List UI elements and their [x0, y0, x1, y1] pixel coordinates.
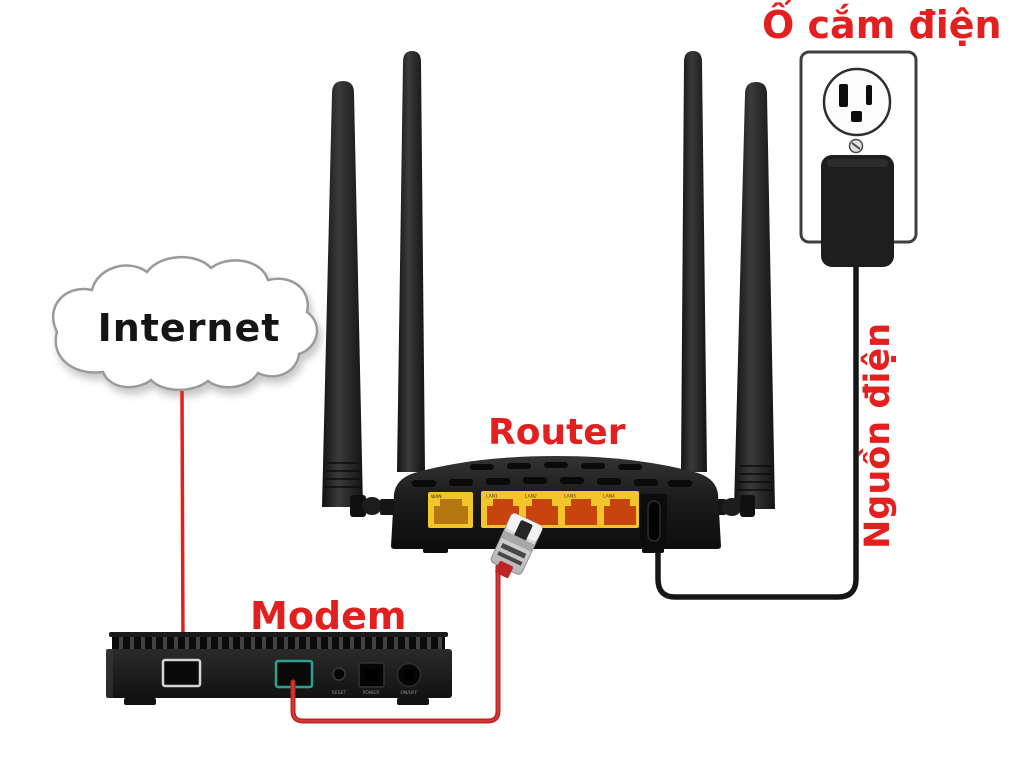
router-wan-port: WAN [428, 492, 473, 528]
router-device: WAN LAN1 LAN2 LAN3 LAN4 [391, 456, 721, 553]
outlet-ground-hole [851, 111, 862, 122]
power-cable [655, 259, 859, 600]
power-cord-label: Nguồn điện [858, 322, 898, 550]
internet-to-modem-line [174, 390, 192, 666]
modem-vent-grille [112, 636, 445, 651]
router-antenna-3 [681, 51, 707, 472]
internet-label: Internet [97, 306, 281, 350]
modem-reset-label: RESET [332, 690, 347, 696]
modem-jack-label: ON/OFF [400, 690, 418, 696]
modem-power-switch-inner [365, 669, 378, 681]
internet-cloud [51, 255, 319, 392]
outlet-slot-left [839, 84, 848, 107]
outlet-label: Ổ cắm điện [762, 3, 1002, 47]
modem-power-jack-inner [404, 670, 414, 680]
modem-wan-port [161, 658, 202, 688]
modem-edge-highlight [106, 649, 113, 698]
modem-top-cap [109, 632, 448, 637]
lan2-label: LAN2 [525, 494, 537, 500]
router-vents [412, 462, 692, 487]
outlet-socket [822, 67, 892, 137]
router-antenna-2 [397, 51, 425, 472]
router-antenna-4 [734, 82, 775, 509]
lan1-label: LAN1 [486, 494, 498, 500]
modem-device: RESET POWER ON/OFF [106, 632, 452, 705]
power-adapter [821, 155, 894, 267]
lan3-label: LAN3 [564, 494, 576, 500]
modem-foot-left [124, 698, 156, 705]
antenna-ribs [324, 462, 773, 491]
router-antenna-1 [322, 81, 363, 507]
router-lan-port-2 [526, 499, 558, 525]
power-outlet [799, 50, 918, 267]
router-lan-ports: LAN1 LAN2 LAN3 LAN4 [481, 491, 639, 528]
router-wan-label: WAN [431, 494, 442, 500]
modem-label: Modem [250, 594, 407, 638]
router-lan-port-3 [565, 499, 597, 525]
modem-power-label: POWER [363, 690, 380, 696]
router-label: Router [488, 412, 626, 453]
outlet-screw [848, 138, 864, 154]
router-power-section [640, 494, 667, 545]
power-adapter-highlight [827, 159, 888, 167]
modem-foot-right [397, 698, 429, 705]
outlet-slot-right [866, 85, 872, 105]
modem-to-router-cable [290, 563, 501, 724]
router-lan-port-4 [604, 499, 636, 525]
router-foot-right [642, 545, 664, 553]
router-foot-left [423, 545, 448, 553]
lan4-label: LAN4 [603, 494, 615, 500]
modem-reset-button [332, 667, 346, 681]
ethernet-plug [490, 513, 543, 578]
antenna-hinge-left [350, 495, 396, 517]
